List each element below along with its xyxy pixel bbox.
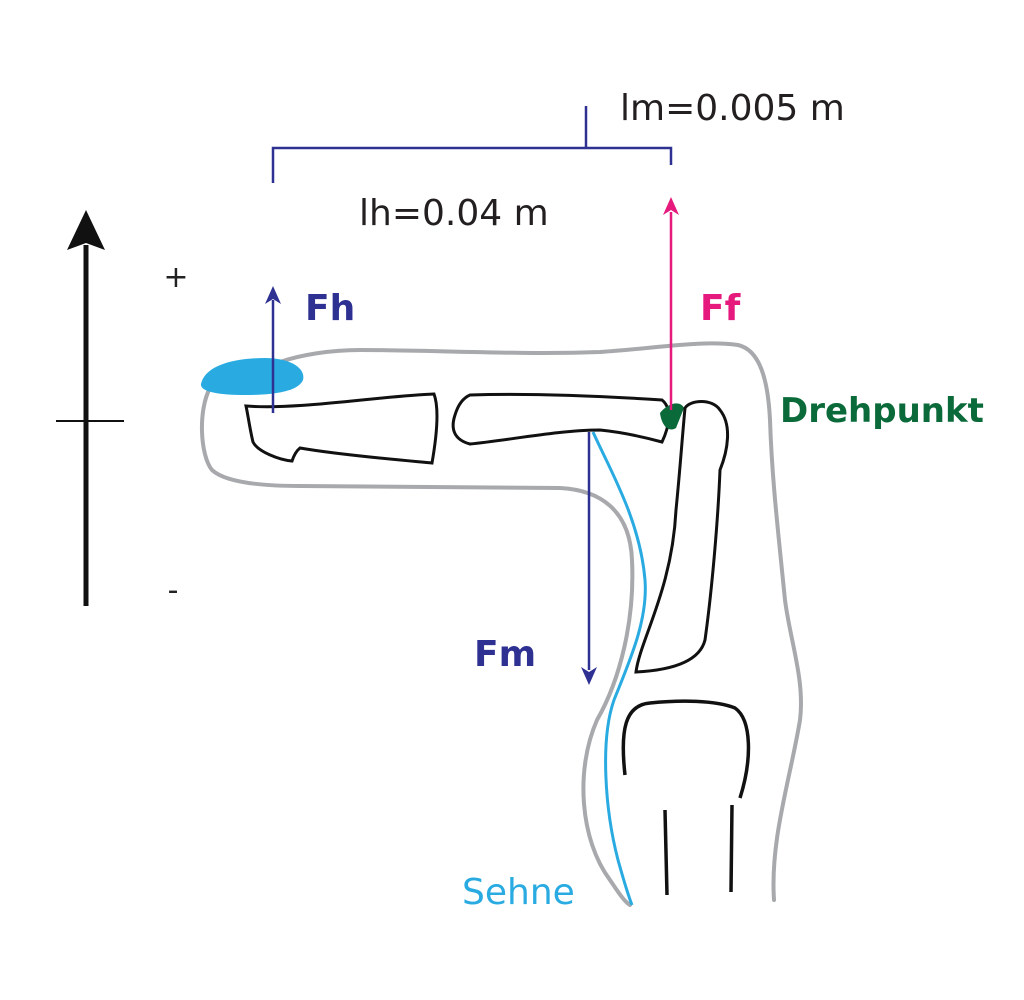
distal-phalanx <box>244 392 439 465</box>
fingernail <box>200 358 304 395</box>
ff-label: Ff <box>700 288 741 329</box>
skin-outline <box>200 341 803 907</box>
metacarpal-bone <box>621 699 751 799</box>
fh-label: Fh <box>305 288 355 329</box>
pivot-joint <box>660 403 684 430</box>
lm-label: lm=0.005 m <box>620 88 845 129</box>
force-arrow-fh <box>265 286 281 413</box>
proximal-phalanx <box>634 400 730 674</box>
minus-sign: - <box>168 573 179 608</box>
fm-label: Fm <box>474 634 536 675</box>
tendon <box>591 431 647 906</box>
metacarpal-shaft-right <box>729 804 734 893</box>
plus-sign: + <box>163 260 188 295</box>
tendon-label: Sehne <box>462 872 575 913</box>
metacarpal-shaft-left <box>663 809 669 896</box>
middle-phalanx <box>451 392 671 446</box>
force-arrow-fm <box>581 432 597 685</box>
vertical-axis <box>56 210 124 606</box>
force-arrow-ff <box>663 197 679 410</box>
lh-label: lh=0.04 m <box>359 193 549 234</box>
pivot-label: Drehpunkt <box>780 391 984 431</box>
dimension-bracket <box>271 106 673 183</box>
